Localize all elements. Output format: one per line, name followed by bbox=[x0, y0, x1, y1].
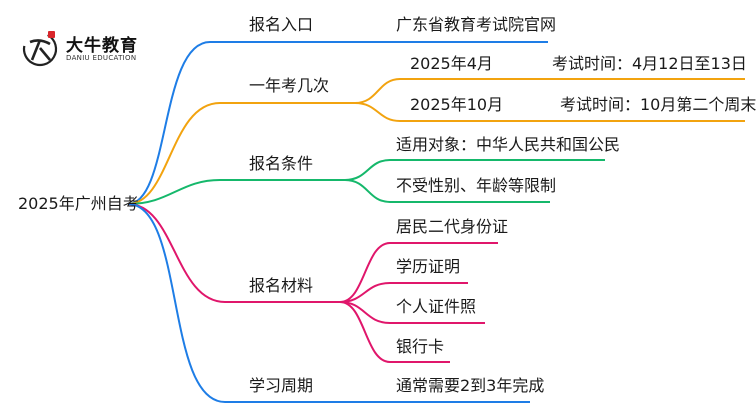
branch-yinian-kao-jici: 一年考几次 bbox=[249, 76, 330, 95]
leaf-xuexi-nianxian: 通常需要2到3年完成 bbox=[396, 376, 545, 395]
leaf-shenfenzheng: 居民二代身份证 bbox=[396, 217, 509, 236]
logo-seal-icon bbox=[48, 31, 55, 38]
connector-cailiao-child-3 bbox=[339, 301, 485, 324]
connector-cailiao-child-1 bbox=[339, 242, 498, 303]
connector-cailiao-child-4 bbox=[339, 301, 450, 363]
daniu-logo-icon bbox=[22, 31, 58, 67]
connector-tiaojian-child-1 bbox=[344, 159, 605, 181]
branch-baoming-rukou: 报名入口 bbox=[249, 15, 314, 34]
leaf-2025-10-note: 考试时间：10月第二个周末 bbox=[560, 95, 756, 114]
connector-cailiao-child-2 bbox=[339, 282, 468, 303]
logo-subtitle: DANIU EDUCATION bbox=[66, 54, 137, 62]
logo-name: 大牛教育 bbox=[66, 36, 138, 56]
connector-kaoshi-child-2 bbox=[354, 102, 745, 122]
branch-xuexi-zhouqi: 学习周期 bbox=[249, 376, 314, 395]
leaf-xueli-zhengming: 学历证明 bbox=[396, 257, 461, 276]
connector-root-tiaojian bbox=[127, 179, 345, 205]
connector-root-baoming bbox=[127, 41, 340, 205]
connector-tiaojian-child-2 bbox=[344, 179, 550, 203]
connector-kaoshi-child-1 bbox=[354, 78, 745, 104]
leaf-yinhangka: 银行卡 bbox=[396, 337, 445, 356]
root-topic: 2025年广州自考 bbox=[18, 194, 139, 213]
leaf-bushou-xianzhi: 不受性别、年龄等限制 bbox=[396, 176, 557, 195]
branch-baoming-cailiao: 报名材料 bbox=[249, 276, 314, 295]
leaf-guanwang: 广东省教育考试院官网 bbox=[396, 15, 557, 34]
leaf-2025-4: 2025年4月 bbox=[410, 54, 493, 73]
leaf-2025-10: 2025年10月 bbox=[410, 95, 504, 114]
leaf-shiyong-duixiang: 适用对象：中华人民共和国公民 bbox=[396, 135, 621, 154]
brand-logo: 大牛教育 DANIU EDUCATION bbox=[20, 28, 150, 68]
branch-baoming-tiaojian: 报名条件 bbox=[249, 154, 314, 173]
leaf-zhengjianzhao: 个人证件照 bbox=[396, 297, 477, 316]
leaf-2025-4-note: 考试时间：4月12日至13日 bbox=[552, 54, 747, 73]
connector-root-zhouqi bbox=[127, 203, 345, 403]
connector-root-cailiao bbox=[127, 203, 340, 303]
connector-root-kaoshi bbox=[127, 102, 355, 205]
